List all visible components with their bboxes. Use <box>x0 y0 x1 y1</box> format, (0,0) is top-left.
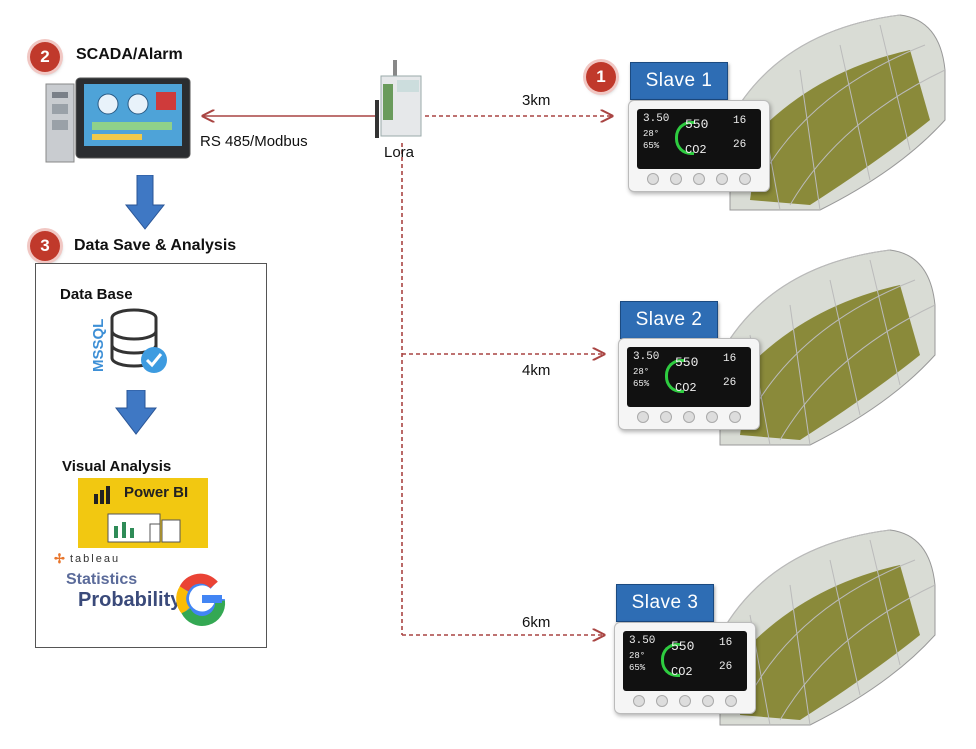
tableau-label: tableau <box>70 553 121 565</box>
humidity-value: 65% <box>633 379 650 389</box>
sensor-screen: 3.50 28° 65% 550 CO2 16 26 <box>623 631 747 691</box>
device-buttons <box>637 411 741 423</box>
slave1-tag: Slave 1 <box>630 62 728 100</box>
slave2-tag: Slave 2 <box>620 301 718 339</box>
slave1-step-badge: 1 <box>586 62 616 92</box>
scada-step-badge: 2 <box>30 42 60 72</box>
pm10-value: 16 <box>719 637 733 649</box>
ppm-value: 550 <box>675 355 699 370</box>
lora-label: Lora <box>384 144 415 161</box>
slave3-distance-label: 6km <box>522 614 551 631</box>
gauge-icon <box>665 359 684 393</box>
database-icon <box>110 308 167 373</box>
statistics-word: Statistics <box>66 571 138 588</box>
dashboard-devices-image <box>107 513 181 543</box>
gauge-icon <box>661 643 680 677</box>
humidity-value: 65% <box>643 141 660 151</box>
sensor-screen: 3.50 28° 65% 550 CO2 16 26 <box>627 347 751 407</box>
down-arrow-icon <box>124 175 166 230</box>
analysis-step-badge: 3 <box>30 231 60 261</box>
analysis-title: Data Save & Analysis <box>74 237 237 254</box>
ppm-value: 550 <box>671 639 695 654</box>
greenhouse-3-image <box>719 529 936 726</box>
device-buttons <box>633 695 737 707</box>
pm10-value: 16 <box>733 115 747 127</box>
ppm-value: 550 <box>685 117 709 132</box>
pm25-value: 26 <box>723 377 737 389</box>
tvoc-value: 3.50 <box>633 351 660 363</box>
device-buttons <box>647 173 751 185</box>
database-title: Data Base <box>60 286 133 303</box>
powerbi-icon <box>94 486 110 504</box>
visual-analysis-title: Visual Analysis <box>62 458 172 475</box>
temperature-value: 28° <box>643 129 660 139</box>
slave3-tag: Slave 3 <box>616 584 714 622</box>
temperature-value: 28° <box>629 651 646 661</box>
scada-hmi-panel-image <box>45 77 191 163</box>
slave3-sensor-device: 3.50 28° 65% 550 CO2 16 26 <box>614 622 756 714</box>
humidity-value: 65% <box>629 663 646 673</box>
powerbi-label: Power BI <box>124 484 189 501</box>
pm25-value: 26 <box>719 661 733 673</box>
gas-label: CO2 <box>685 143 707 157</box>
slave2-sensor-device: 3.50 28° 65% 550 CO2 16 26 <box>618 338 760 430</box>
pm10-value: 16 <box>723 353 737 365</box>
slave2-distance-label: 4km <box>522 362 551 379</box>
probability-word: Probability <box>78 589 182 611</box>
down-arrow-icon <box>114 390 158 435</box>
tableau-icon: ✢ <box>54 553 65 566</box>
google-logo-icon <box>176 573 226 626</box>
greenhouse-2-image <box>719 249 936 446</box>
mssql-label: MSSQL <box>90 318 107 372</box>
greenhouse-1-image <box>729 14 946 211</box>
modbus-link-label: RS 485/Modbus <box>200 133 308 150</box>
scada-title: SCADA/Alarm <box>76 46 183 63</box>
pm25-value: 26 <box>733 139 747 151</box>
tvoc-value: 3.50 <box>643 113 670 125</box>
slave1-distance-label: 3km <box>522 92 551 109</box>
slave1-sensor-device: 3.50 28° 65% 550 CO2 16 26 <box>628 100 770 192</box>
gas-label: CO2 <box>675 381 697 395</box>
gauge-icon <box>675 121 694 155</box>
sensor-screen: 3.50 28° 65% 550 CO2 16 26 <box>637 109 761 169</box>
gas-label: CO2 <box>671 665 693 679</box>
temperature-value: 28° <box>633 367 650 377</box>
lora-gateway-image <box>375 60 422 138</box>
powerbi-logo: Power BI <box>78 478 208 548</box>
statistics-collage: tableau ✢ Statistics Probability <box>52 553 248 633</box>
tvoc-value: 3.50 <box>629 635 656 647</box>
